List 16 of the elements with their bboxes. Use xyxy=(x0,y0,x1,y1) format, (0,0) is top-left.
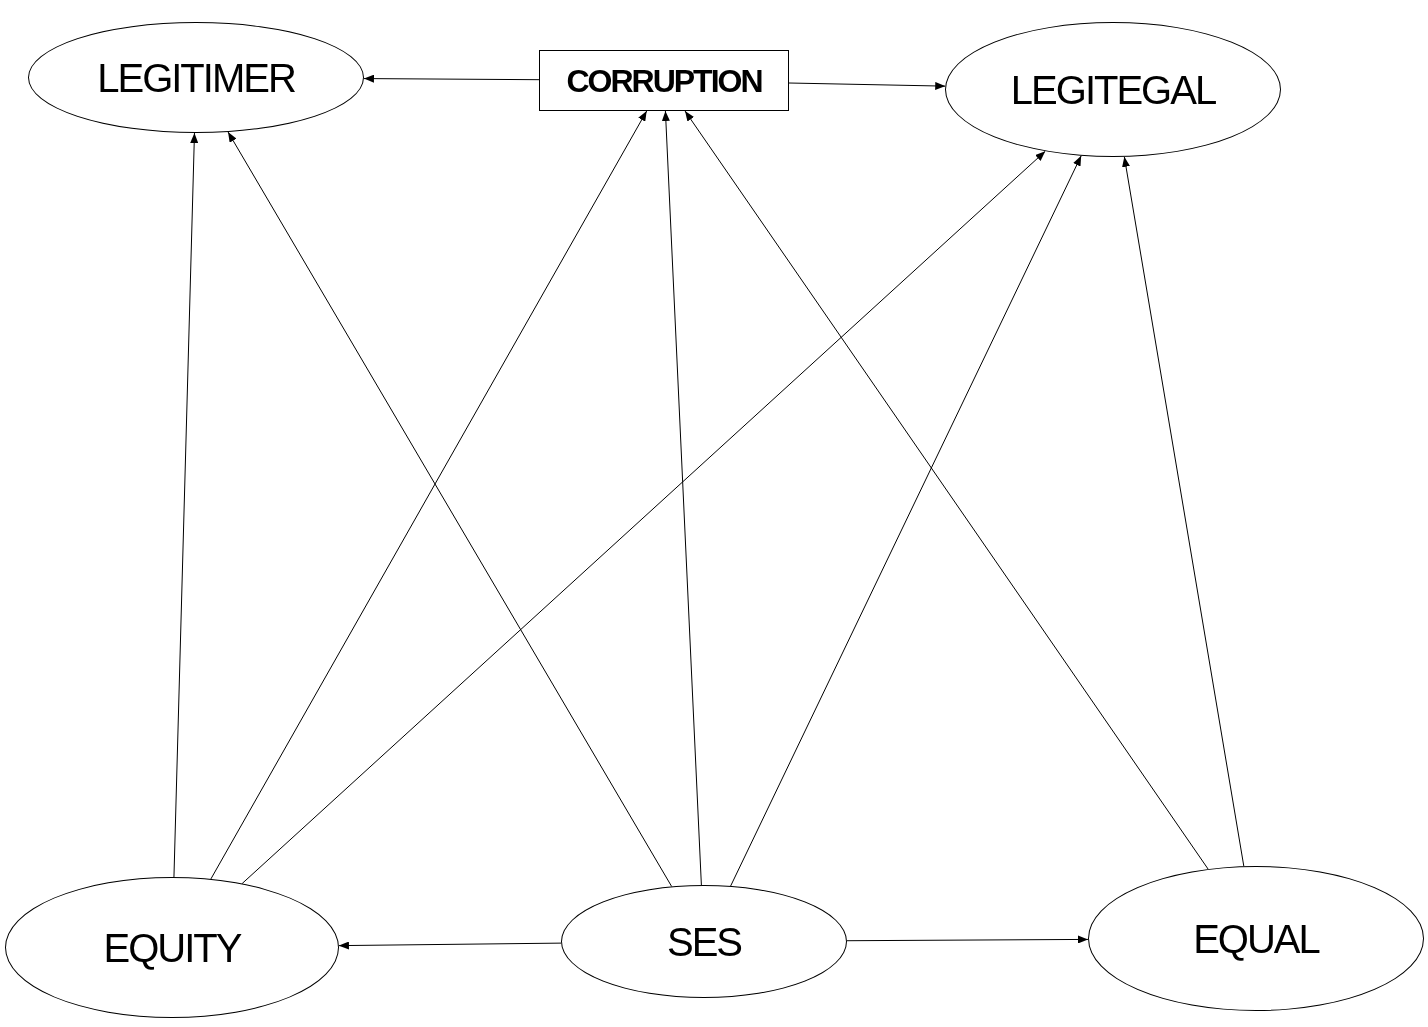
arrow xyxy=(846,935,1089,944)
arrow xyxy=(788,81,946,90)
arrow xyxy=(173,132,199,878)
arrow xyxy=(661,110,702,886)
concept-box: CORRUPTION xyxy=(539,50,789,111)
concept-ellipse: EQUAL xyxy=(1088,866,1424,1011)
arrow xyxy=(1122,156,1245,867)
arrow xyxy=(338,941,562,950)
arrow xyxy=(241,150,1046,884)
concept-ellipse: LEGITIMER xyxy=(28,22,364,133)
arrow xyxy=(684,110,1209,870)
concept-ellipse: EQUITY xyxy=(5,877,339,1018)
arrow xyxy=(730,155,1082,887)
concept-ellipse: LEGITEGAL xyxy=(945,22,1281,157)
concept-ellipse: SES xyxy=(561,885,847,998)
arrow xyxy=(363,74,540,83)
